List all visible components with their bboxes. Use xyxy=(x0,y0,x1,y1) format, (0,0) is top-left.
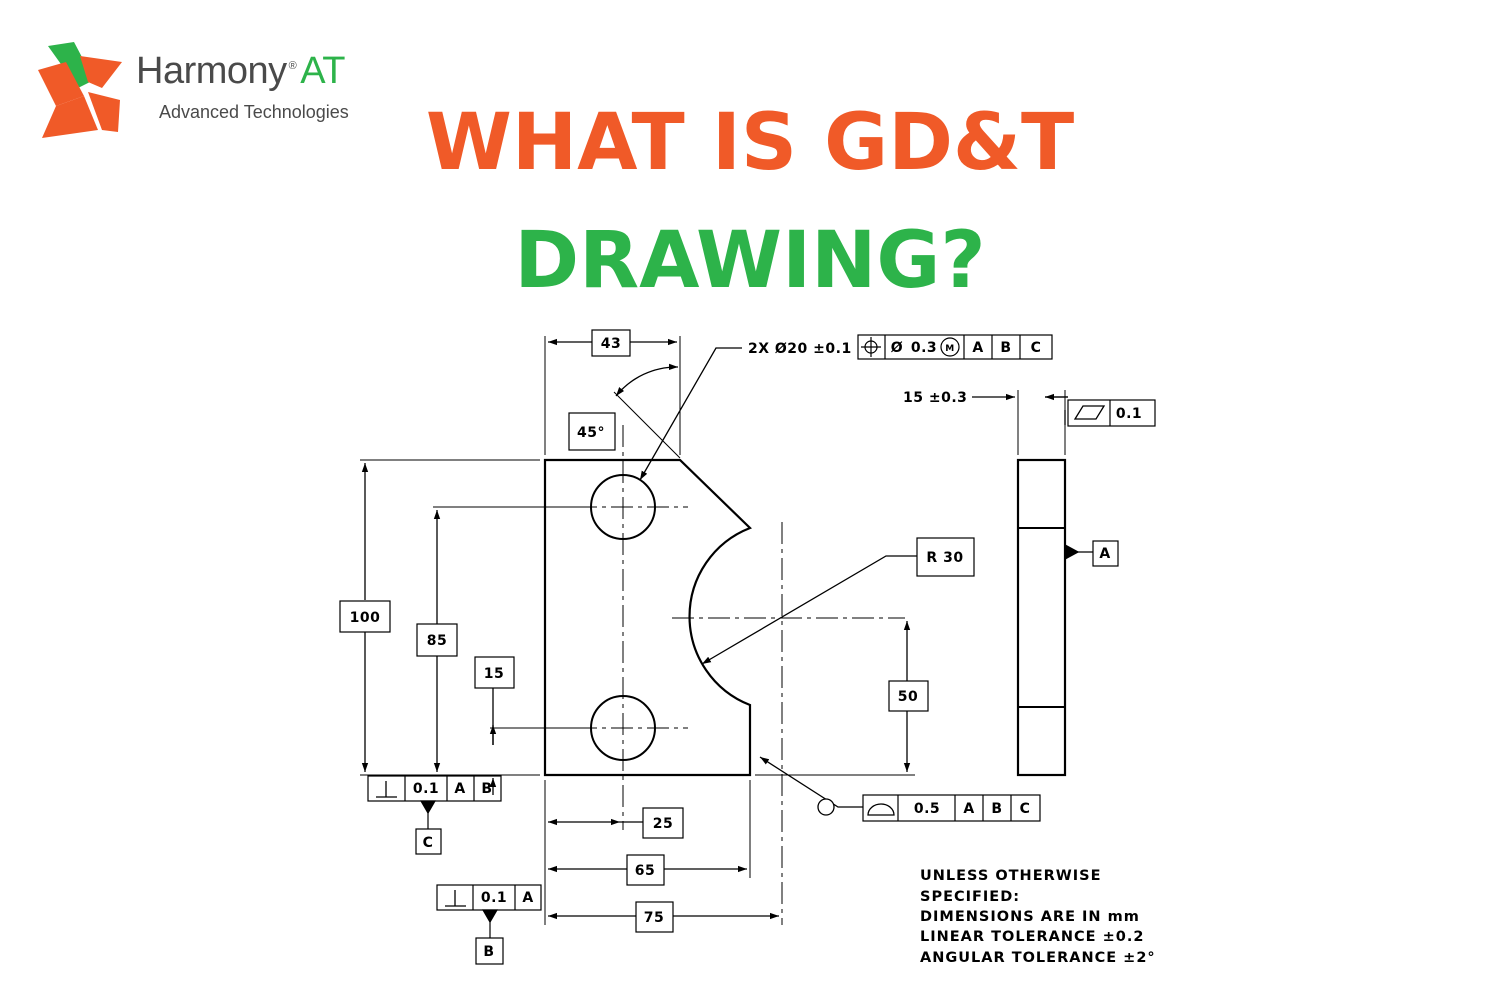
perp-fcf-bottom-tolerance: 0.1 xyxy=(481,890,507,906)
registered-mark: ® xyxy=(288,60,297,73)
harmony-logo-icon xyxy=(38,42,122,138)
note-line-3: DIMENSIONS ARE IN mm xyxy=(920,909,1140,925)
drawing-labels: 43 45° 2X Ø20 ±0.1 Ø 0.3 M A B C 15 ±0.3… xyxy=(350,336,1142,960)
dim-chamfer-angle: 45° xyxy=(577,425,605,441)
datum-b-label: B xyxy=(483,944,494,960)
side-view xyxy=(972,390,1093,777)
perpendicularity-symbol-left-icon xyxy=(376,781,397,798)
extension-lines xyxy=(360,336,915,925)
leader-lines xyxy=(639,347,917,816)
position-symbol-icon xyxy=(861,337,881,357)
dim-hole-height: 85 xyxy=(427,633,447,649)
thickness-dim: 15 ±0.3 xyxy=(903,390,967,406)
perp-fcf-bottom-datum-a: A xyxy=(522,890,533,906)
headline-line-1: WHAT IS GD&T xyxy=(425,98,1075,188)
datum-c-label: C xyxy=(423,835,434,851)
dim-lower-hole: 15 xyxy=(484,666,504,682)
position-fcf-datum-c: C xyxy=(1031,340,1042,356)
note-line-1: UNLESS OTHERWISE xyxy=(920,868,1102,884)
note-line-2: SPECIFIED: xyxy=(920,889,1020,905)
position-fcf-modifier: M xyxy=(945,344,954,354)
dim-notch-x: 65 xyxy=(635,863,655,879)
brand-name: Harmony®AT xyxy=(136,50,346,92)
dim-hole-x: 25 xyxy=(653,816,673,832)
position-fcf-datum-b: B xyxy=(1000,340,1011,356)
note-line-4: LINEAR TOLERANCE ±0.2 xyxy=(920,929,1144,945)
profile-fcf-datum-b: B xyxy=(991,801,1002,817)
frames xyxy=(339,329,1156,965)
brand-logo: Harmony®AT Advanced Technologies xyxy=(36,40,376,145)
profile-fcf-tolerance: 0.5 xyxy=(914,801,940,817)
perpendicularity-symbol-bottom-icon xyxy=(445,890,466,907)
dim-overall-height: 100 xyxy=(350,610,381,626)
brand-tagline: Advanced Technologies xyxy=(159,102,349,122)
dim-overall-width: 75 xyxy=(644,910,664,926)
note-line-5: ANGULAR TOLERANCE ±2° xyxy=(920,950,1156,966)
headline-line-2: DRAWING? xyxy=(514,216,986,306)
position-fcf-diameter: Ø xyxy=(891,340,903,356)
datum-a-label: A xyxy=(1099,546,1110,562)
perp-fcf-left-datum-b: B xyxy=(481,781,492,797)
flatness-symbol-icon xyxy=(1073,405,1106,420)
general-notes: UNLESS OTHERWISE SPECIFIED: DIMENSIONS A… xyxy=(920,868,1156,966)
profile-fcf-datum-a: A xyxy=(963,801,974,817)
dim-top-width: 43 xyxy=(601,336,621,352)
radius-dim: R 30 xyxy=(926,550,963,566)
profile-fcf-datum-c: C xyxy=(1020,801,1031,817)
flatness-fcf-tolerance: 0.1 xyxy=(1116,406,1142,422)
part-outline xyxy=(543,458,752,777)
position-fcf-tolerance: 0.3 xyxy=(911,340,937,356)
center-lines xyxy=(575,425,905,925)
brand-suffix: AT xyxy=(300,50,346,92)
profile-surface-symbol-icon xyxy=(867,803,895,816)
hole-callout: 2X Ø20 ±0.1 xyxy=(748,341,852,357)
dimension-lines xyxy=(361,338,911,920)
max-material-modifier-icon xyxy=(940,337,960,357)
dim-arc-center: 50 xyxy=(898,689,918,705)
position-fcf-datum-a: A xyxy=(972,340,983,356)
perp-fcf-left-datum-a: A xyxy=(454,781,465,797)
perp-fcf-left-tolerance: 0.1 xyxy=(413,781,439,797)
